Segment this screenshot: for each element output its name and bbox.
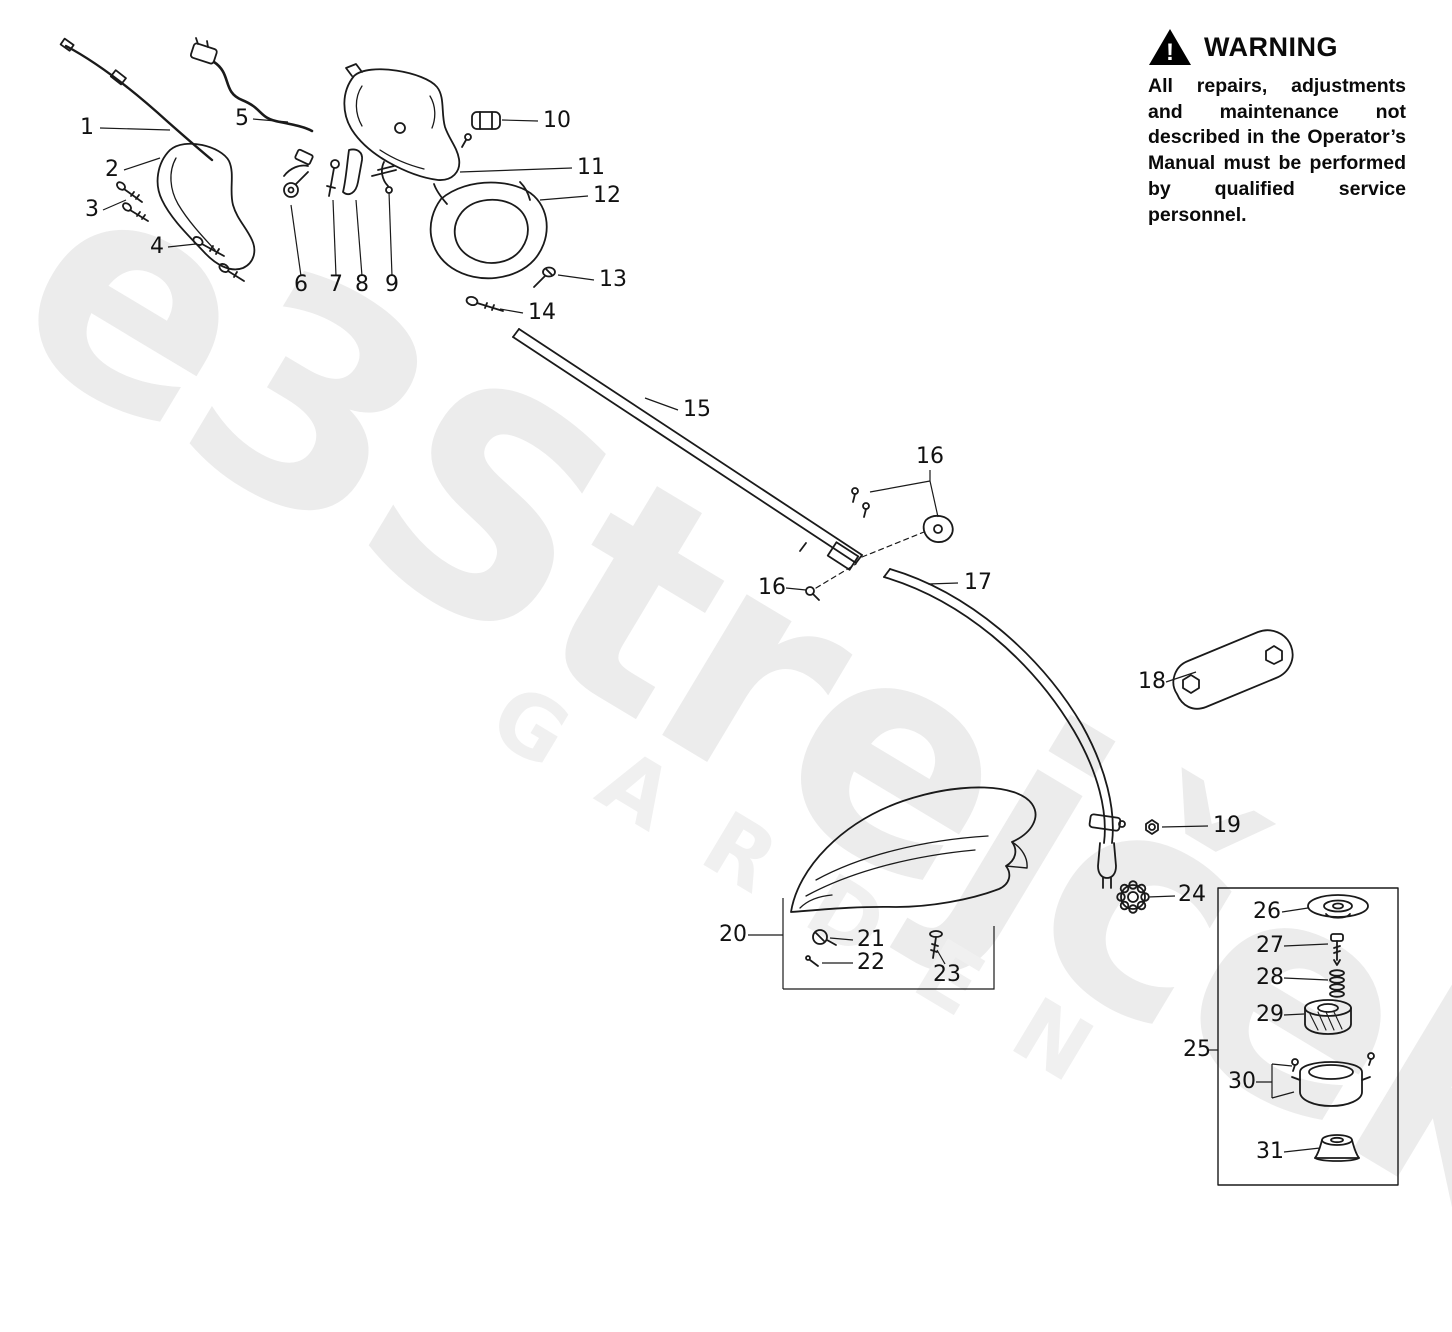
- part-guard-shield: [790, 786, 1037, 913]
- part-number-label-13: 13: [599, 267, 627, 292]
- part-screw-14: [465, 295, 504, 312]
- part-spool: [1304, 999, 1352, 1035]
- warning-icon: !: [1149, 29, 1191, 66]
- part-number-label-27: 27: [1256, 933, 1284, 958]
- part-screws-3: [116, 181, 149, 222]
- part-number-label-26: 26: [1253, 899, 1281, 924]
- part-number-label-28: 28: [1256, 965, 1284, 990]
- part-number-label-16: 16: [916, 444, 944, 469]
- part-cap-10: [461, 111, 501, 148]
- part-screw-13: [533, 266, 556, 288]
- part-number-label-29: 29: [1256, 1002, 1284, 1027]
- part-bump-knob: [1314, 1134, 1360, 1162]
- part-guard-hardware: [805, 929, 943, 967]
- part-number-label-25: 25: [1183, 1037, 1211, 1062]
- part-wrench: [1172, 629, 1294, 710]
- part-number-label-5: 5: [235, 106, 249, 131]
- part-handle-left-half: [156, 142, 256, 271]
- part-number-label-4: 4: [150, 234, 164, 259]
- part-nut-19: [1145, 819, 1159, 835]
- part-number-label-30: 30: [1228, 1069, 1256, 1094]
- part-throttle-cable: [59, 37, 214, 162]
- part-hand-guard: [429, 181, 548, 280]
- part-number-label-9: 9: [385, 272, 399, 297]
- part-clamp-hardware: [805, 487, 954, 601]
- part-trimmer-head-box: [1217, 887, 1399, 1186]
- part-number-label-12: 12: [593, 183, 621, 208]
- part-number-label-10: 10: [543, 108, 571, 133]
- part-screws-4: [192, 236, 245, 282]
- part-number-label-20: 20: [719, 922, 747, 947]
- part-number-label-1: 1: [80, 115, 94, 140]
- part-number-label-6: 6: [294, 272, 308, 297]
- part-number-label-16: 16: [758, 575, 786, 600]
- part-number-label-3: 3: [85, 197, 99, 222]
- part-number-label-2: 2: [105, 157, 119, 182]
- part-head-housing: [1291, 1052, 1375, 1107]
- part-number-label-31: 31: [1256, 1139, 1284, 1164]
- warning-text: All repairs, adjustments and maintenance…: [1148, 75, 1406, 226]
- part-number-label-23: 23: [933, 962, 961, 987]
- part-number-label-7: 7: [329, 272, 343, 297]
- part-trigger-cluster: [283, 148, 397, 198]
- part-number-label-22: 22: [857, 950, 885, 975]
- part-number-label-8: 8: [355, 272, 369, 297]
- svg-text:!: !: [1166, 39, 1174, 66]
- part-number-label-11: 11: [577, 155, 605, 180]
- part-head-top: [1307, 894, 1369, 919]
- warning-box: ! WARNING All repairs, adjustments and m…: [1148, 28, 1406, 228]
- leader-lines: [99, 118, 1329, 1153]
- part-handle-right-half: [343, 63, 461, 181]
- part-number-label-21: 21: [857, 927, 885, 952]
- part-number-label-15: 15: [683, 397, 711, 422]
- part-spring: [1329, 969, 1345, 998]
- part-upper-shaft: [512, 328, 863, 571]
- part-number-label-24: 24: [1178, 882, 1206, 907]
- warning-title: WARNING: [1204, 31, 1338, 62]
- parts-diagram: 1234567891011121314151616171819202122232…: [59, 37, 1399, 1186]
- part-number-label-14: 14: [528, 300, 556, 325]
- part-wire-harness: [189, 37, 314, 133]
- part-lower-shaft: [883, 568, 1126, 889]
- part-scalloped-cap: [1116, 880, 1150, 914]
- part-number-label-17: 17: [964, 570, 992, 595]
- part-number-label-19: 19: [1213, 813, 1241, 838]
- part-head-bolt: [1330, 933, 1344, 966]
- part-number-label-18: 18: [1138, 669, 1166, 694]
